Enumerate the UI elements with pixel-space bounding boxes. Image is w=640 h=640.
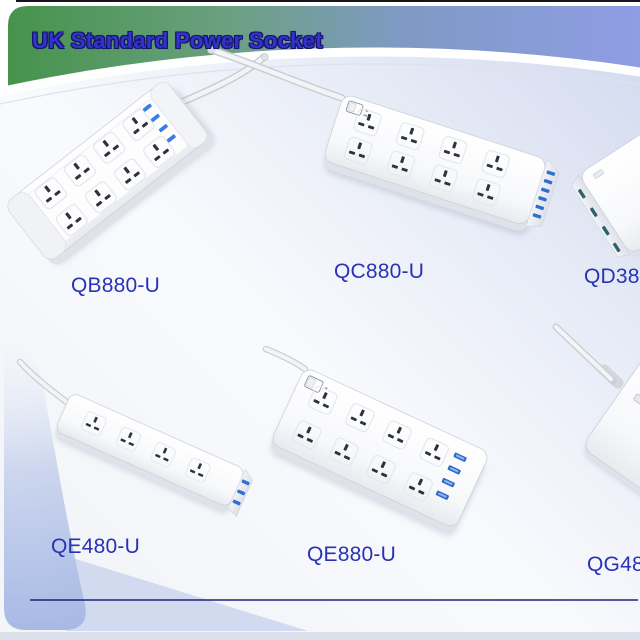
product-label-qc880-u: QC880-U [334,260,425,283]
usb-ports [232,479,250,506]
content-card-inner-rim [0,63,640,105]
product-label-qd380-u: QD380-U [584,265,640,288]
swoosh-light-wedge [66,556,308,631]
product-label-qe480-u: QE480-U [51,535,140,558]
product-label-qb880-u: QB880-U [71,274,160,297]
top-rule [16,0,640,2]
usb-ports [532,170,556,219]
product-label-qe880-u: QE880-U [307,543,396,566]
product-label-qg480-u: QG480-U [587,553,640,576]
product-image-qd380-u [571,107,640,257]
product-image-qg480-u [552,323,640,518]
product-image-qe880-u [262,345,488,536]
product-image-qb880-u [7,53,269,265]
product-image-qe480-u [16,358,253,518]
page-title: UK Standard Power Socket [32,28,323,53]
usb-ports [435,452,467,500]
usb-ports [578,189,621,253]
product-image-qc880-u [207,46,560,236]
usb-ports [142,103,176,143]
cable-tip [207,46,215,54]
footer-band [0,632,640,640]
cable-tip [261,53,269,61]
swoosh-blue [4,330,86,630]
